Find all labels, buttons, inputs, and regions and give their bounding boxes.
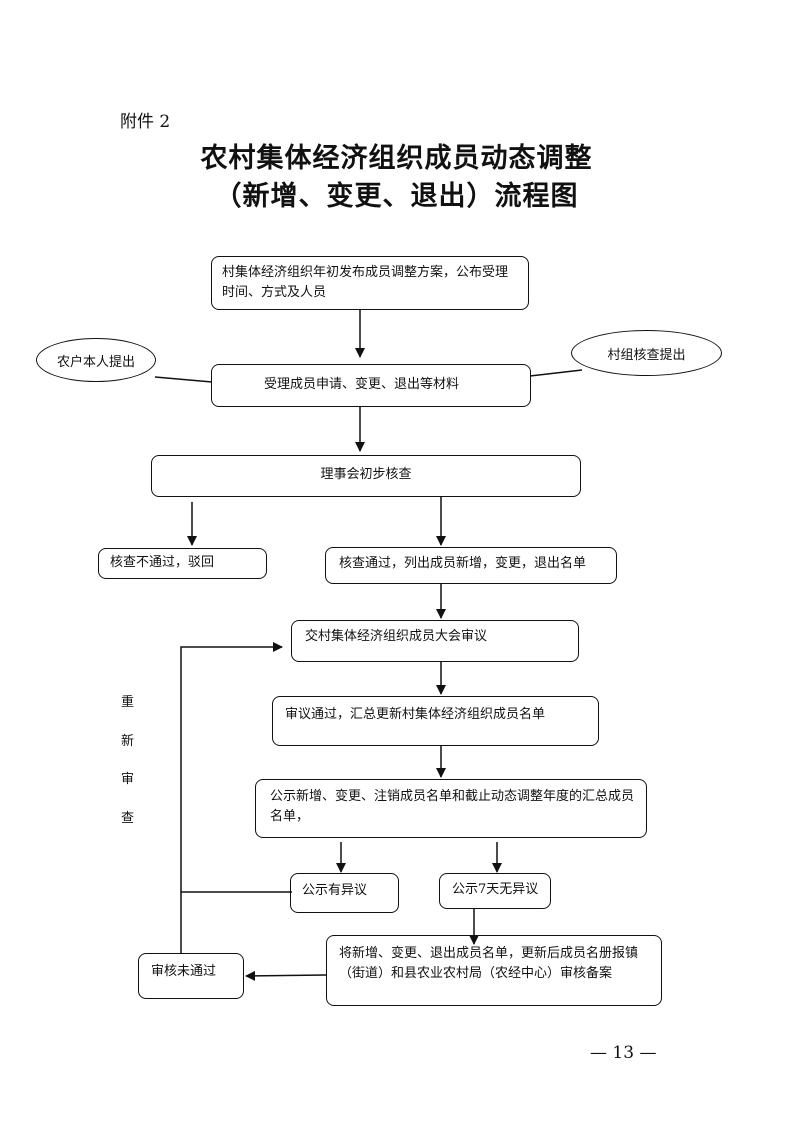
node-review-reject: 核查不通过，驳回 bbox=[98, 548, 267, 579]
node-accept-materials-text: 受理成员申请、变更、退出等材料 bbox=[264, 377, 460, 392]
node-council-review-text: 理事会初步核查 bbox=[320, 467, 412, 482]
node-assembly-review-text: 交村集体经济组织成员大会审议 bbox=[305, 629, 488, 644]
node-assembly-pass: 审议通过，汇总更新村集体经济组织成员名单 bbox=[272, 696, 599, 746]
node-assembly-review: 交村集体经济组织成员大会审议 bbox=[291, 620, 579, 662]
node-audit-fail-text: 审核未通过 bbox=[151, 964, 217, 979]
node-review-pass: 核查通过，列出成员新增，变更，退出名单 bbox=[325, 547, 617, 584]
node-report-filing: 将新增、变更、退出成员名单，更新后成员名册报镇（街道）和县农业农村局（农经中心）… bbox=[326, 935, 662, 1006]
node-objection-text: 公示有异议 bbox=[302, 883, 368, 898]
node-publicize: 公示新增、变更、注销成员名单和截止动态调整年度的汇总成员名单， bbox=[255, 779, 647, 838]
node-farmer-submit: 农户本人提出 bbox=[36, 338, 156, 382]
line-village-to-accept bbox=[529, 369, 583, 377]
loop-label-char-2: 新 bbox=[121, 734, 135, 749]
node-council-review: 理事会初步核查 bbox=[151, 455, 581, 497]
node-review-reject-text: 核查不通过，驳回 bbox=[110, 555, 215, 570]
node-publicize-text: 公示新增、变更、注销成员名单和截止动态调整年度的汇总成员名单， bbox=[270, 789, 635, 824]
node-review-pass-text: 核查通过，列出成员新增，变更，退出名单 bbox=[339, 556, 587, 571]
arrow-report-to-auditfail bbox=[245, 970, 327, 981]
node-village-submit-text: 村组核查提出 bbox=[607, 347, 686, 363]
node-assembly-pass-text: 审议通过，汇总更新村集体经济组织成员名单 bbox=[285, 707, 546, 722]
line-farmer-to-accept bbox=[154, 376, 213, 383]
node-publish-plan-text: 村集体经济组织年初发布成员调整方案，公布受理时间、方式及人员 bbox=[222, 265, 509, 300]
loop-objection-to-assembly bbox=[180, 642, 292, 893]
attachment-label: 附件 2 bbox=[120, 112, 171, 132]
node-publish-plan: 村集体经济组织年初发布成员调整方案，公布受理时间、方式及人员 bbox=[211, 256, 529, 310]
node-no-objection-text: 公示7天无异议 bbox=[452, 882, 539, 897]
page-title-line2: （新增、变更、退出）流程图 bbox=[214, 181, 579, 212]
node-village-submit: 村组核查提出 bbox=[571, 330, 722, 376]
loop-label-char-3: 审 bbox=[121, 772, 135, 787]
loop-label-char-1: 重 bbox=[121, 695, 135, 710]
page-title-line1: 农村集体经济组织成员动态调整 bbox=[200, 143, 593, 174]
node-farmer-submit-text: 农户本人提出 bbox=[56, 354, 135, 370]
node-no-objection: 公示7天无异议 bbox=[439, 873, 551, 909]
node-report-filing-text: 将新增、变更、退出成员名单，更新后成员名册报镇（街道）和县农业农村局（农经中心）… bbox=[339, 946, 639, 981]
node-accept-materials: 受理成员申请、变更、退出等材料 bbox=[211, 364, 531, 407]
node-audit-fail: 审核未通过 bbox=[138, 953, 244, 999]
page-number: — 13 — bbox=[590, 1043, 657, 1063]
node-objection: 公示有异议 bbox=[290, 873, 399, 913]
loop-label-char-4: 查 bbox=[121, 811, 135, 826]
